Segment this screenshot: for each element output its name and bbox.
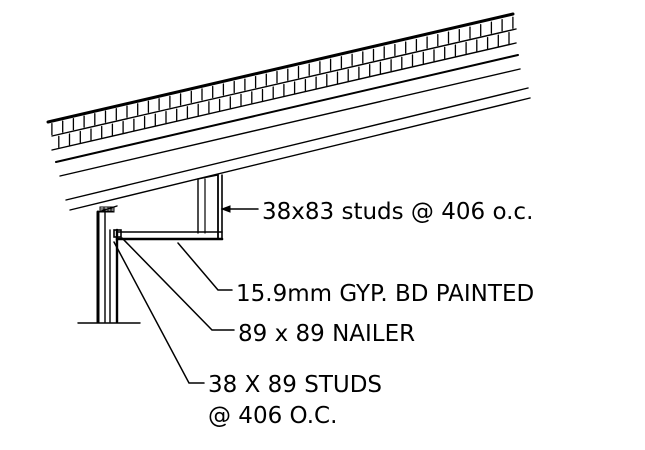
- roof-deck-top: [55, 54, 519, 163]
- roof-mid-line-2: [51, 42, 517, 151]
- leader-nailer: [121, 237, 235, 331]
- soffit-stud-cap: [197, 174, 219, 180]
- leader-gypsum: [177, 242, 233, 291]
- roof-shingle-course-upper: [51, 16, 514, 136]
- rafter-line-2: [69, 97, 531, 211]
- nailer-block: [113, 229, 122, 238]
- roof-deck-bottom: [59, 68, 521, 177]
- rafter-line-1: [65, 87, 529, 201]
- roof-mid-line-1: [51, 28, 517, 137]
- label-38x89-studs-line1: 38 X 89 STUDS: [208, 372, 383, 398]
- label-38x83-studs: 38x83 studs @ 406 o.c.: [262, 199, 534, 225]
- leader-arrow-studs-top: [220, 205, 231, 213]
- roof-shingle-course-lower: [58, 31, 510, 149]
- wall-insulation-block: [99, 206, 115, 213]
- leader-studs-bottom: [113, 241, 205, 384]
- label-gypsum-board: 15.9mm GYP. BD PAINTED: [236, 281, 535, 307]
- roof-top-edge: [46, 12, 515, 124]
- label-nailer: 89 x 89 NAILER: [238, 321, 416, 347]
- label-38x89-studs-line2: @ 406 O.C.: [208, 403, 338, 429]
